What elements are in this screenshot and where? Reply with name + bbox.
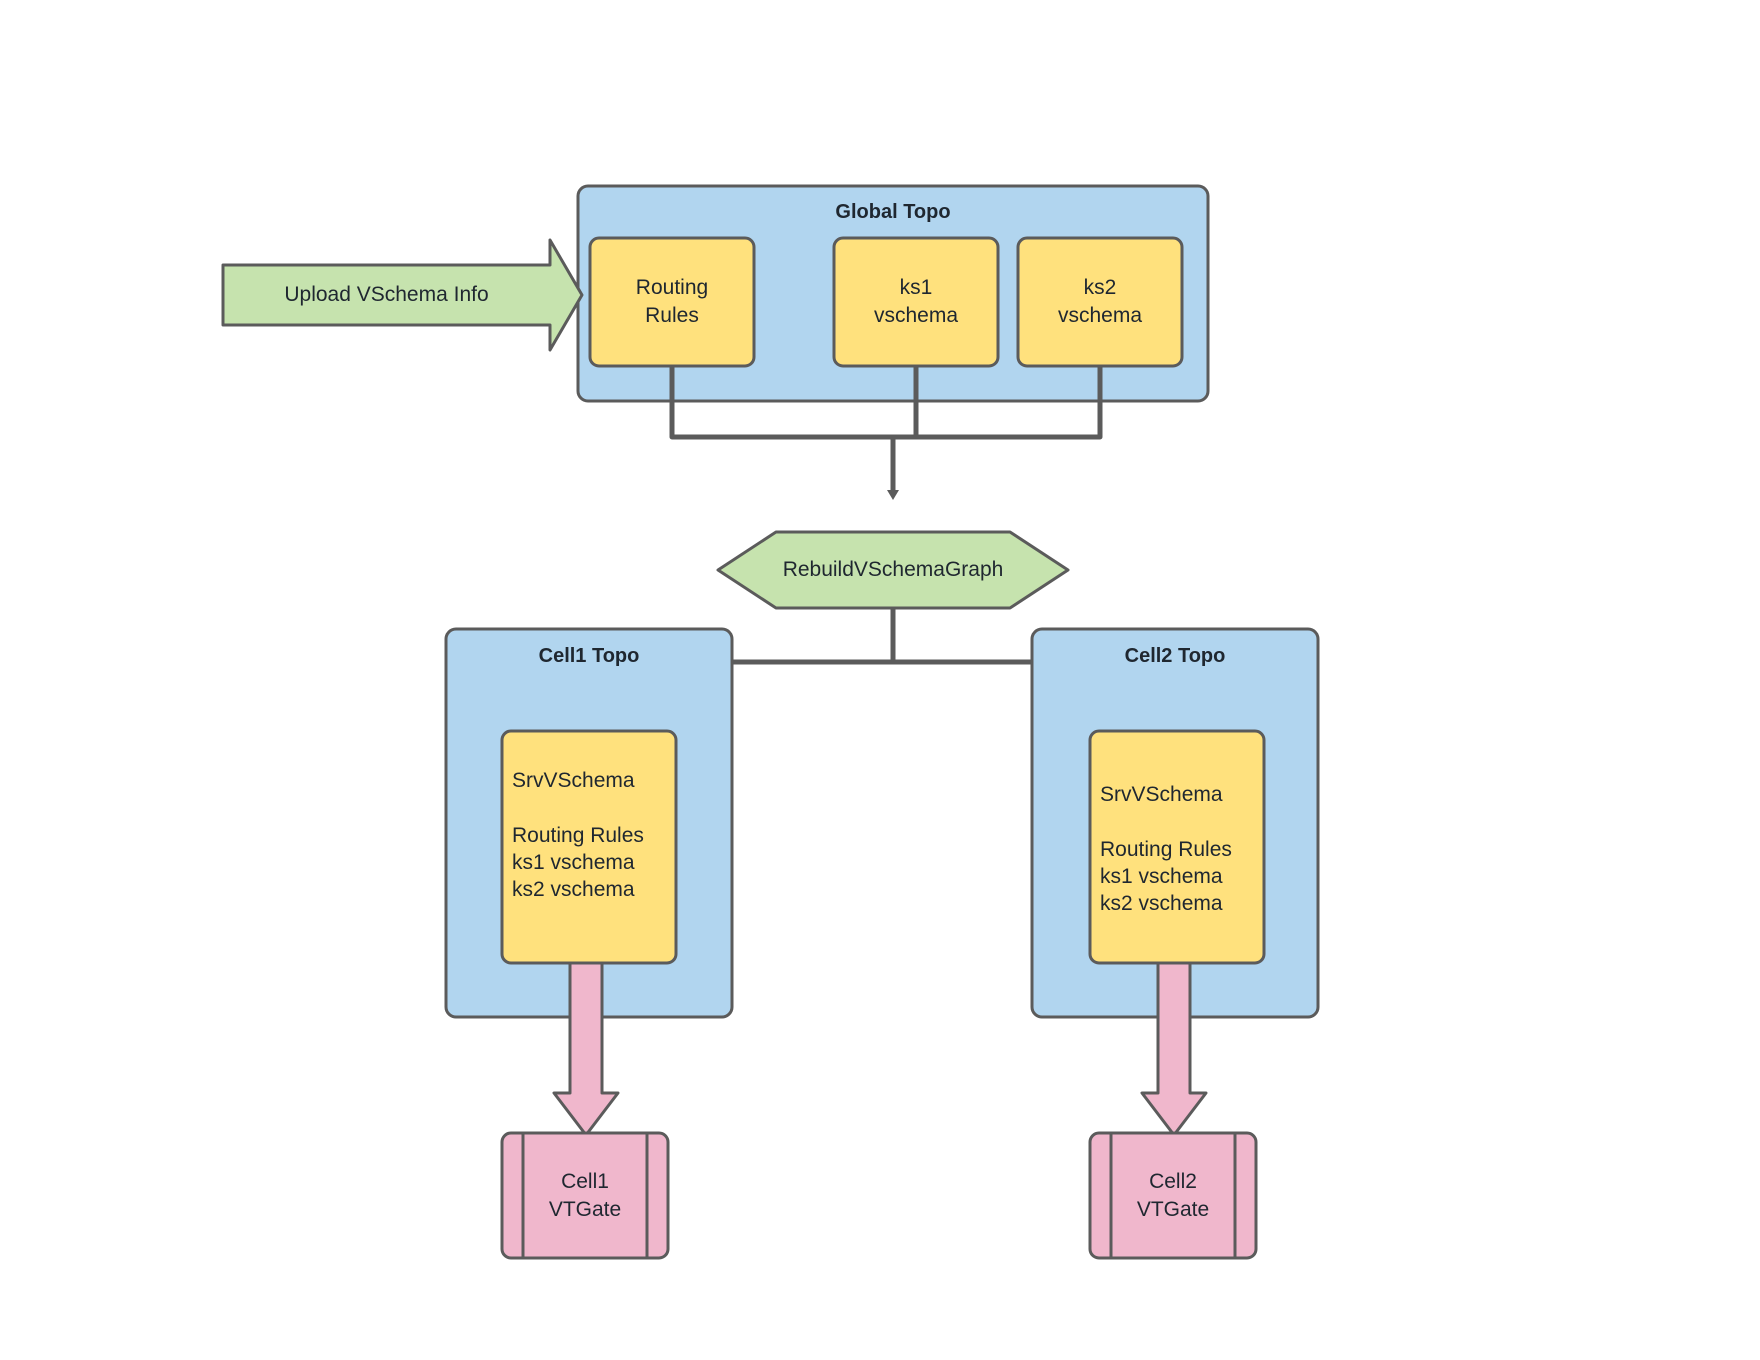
ks2-vschema-box[interactable] <box>1016 236 1184 368</box>
ks1-vschema-box[interactable] <box>832 236 1000 368</box>
cell1-to-vtgate-arrow <box>552 961 620 1137</box>
routing-rules-box[interactable] <box>588 236 756 368</box>
cell2-vtgate-box[interactable] <box>1088 1131 1258 1260</box>
global-to-rebuild-connectors <box>669 366 1103 440</box>
upload-vschema-arrow-shape <box>221 238 584 352</box>
cell1-vtgate-box[interactable] <box>500 1131 670 1260</box>
cell2-to-vtgate-arrow <box>1140 961 1208 1137</box>
cell2-srvvschema-box[interactable] <box>1088 729 1266 965</box>
rebuild-vschema-graph-hexagon[interactable] <box>716 530 1070 610</box>
cell1-srvvschema-box[interactable] <box>500 729 678 965</box>
